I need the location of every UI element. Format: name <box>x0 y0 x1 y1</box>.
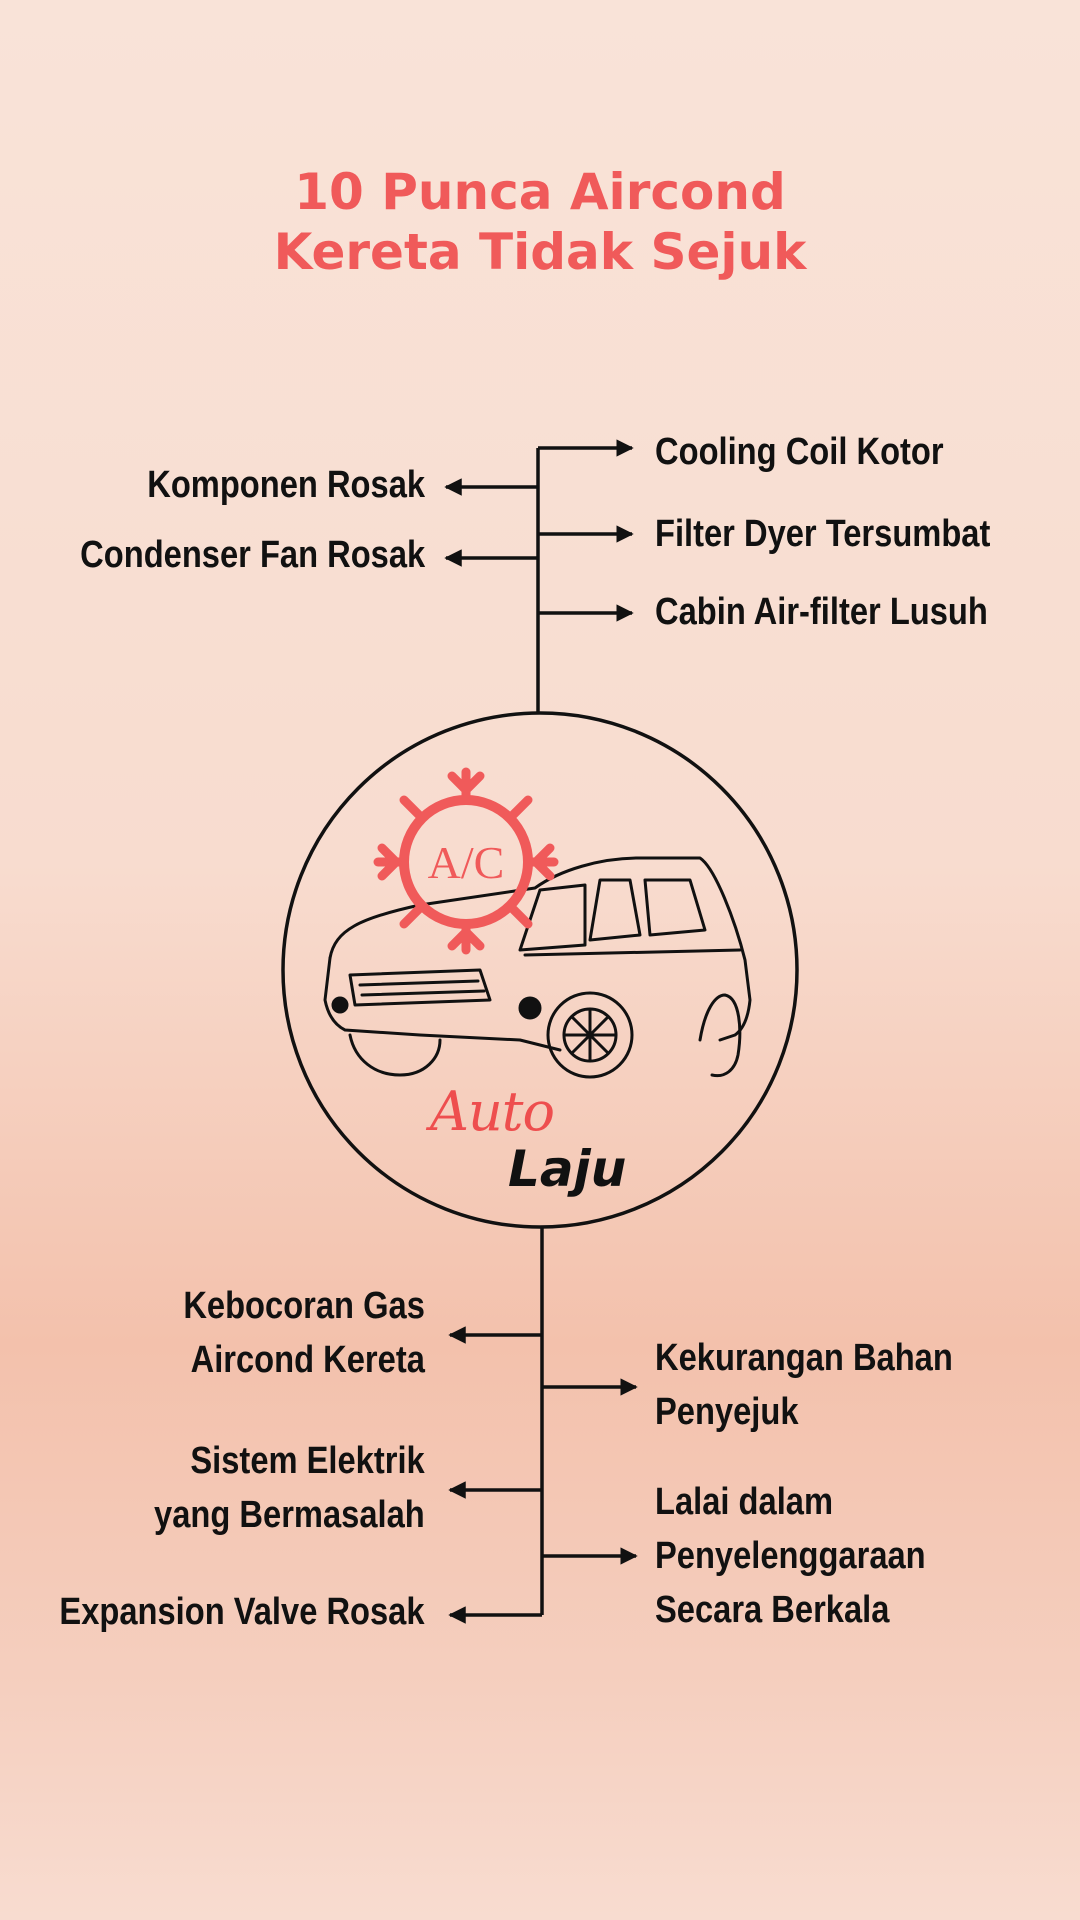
cause-lalai: Lalai dalam Penyelenggaraan Secara Berka… <box>655 1481 926 1631</box>
cause-komponen: Komponen Rosak <box>147 464 425 506</box>
logo-laju-text: Laju <box>508 1140 627 1198</box>
cause-elektrik: Sistem Elektrik yang Bermasalah <box>154 1440 425 1536</box>
cause-cooling-coil: Cooling Coil Kotor <box>655 431 944 473</box>
cause-kekurangan: Kekurangan Bahan Penyejuk <box>655 1337 953 1433</box>
snowflake-ac-label: A/C <box>428 837 505 888</box>
cause-condenser: Condenser Fan Rosak <box>79 534 425 576</box>
title-line-2: Kereta Tidak Sejuk <box>273 223 807 281</box>
cause-cabin-filter: Cabin Air-filter Lusuh <box>655 591 988 633</box>
snowflake-ac-icon <box>373 767 559 955</box>
cause-expansion: Expansion Valve Rosak <box>59 1591 425 1633</box>
central-badge-circle <box>281 711 799 1229</box>
logo-auto-text: Auto <box>430 1080 555 1143</box>
cause-filter-dyer: Filter Dyer Tersumbat <box>655 513 991 555</box>
title-line-1: 10 Punca Aircond <box>294 163 786 221</box>
cause-kebocoran: Kebocoran Gas Aircond Kereta <box>183 1285 425 1381</box>
car-icon <box>323 856 752 1079</box>
page-title: 10 Punca Aircond Kereta Tidak Sejuk <box>0 162 1080 282</box>
